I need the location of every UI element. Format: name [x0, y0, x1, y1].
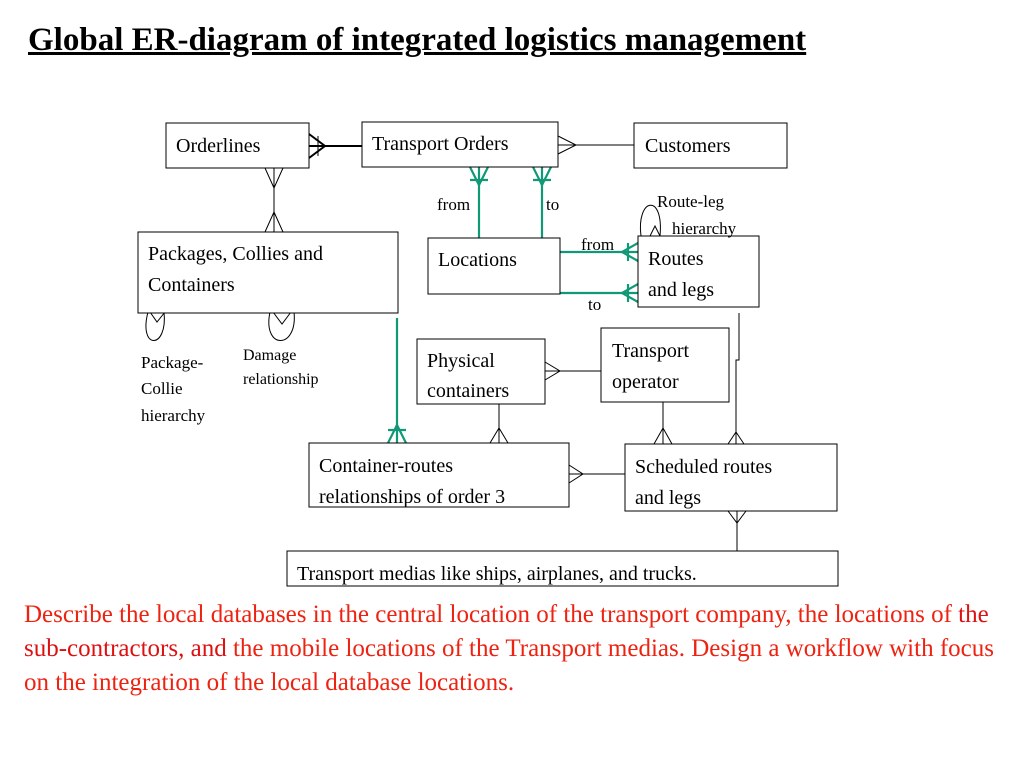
label-package-collie-3: hierarchy [141, 406, 206, 425]
desc-part-3: the mobile locations of the Transport me… [24, 635, 994, 696]
svg-text:Locations: Locations [438, 249, 517, 271]
svg-text:relationships of order 3: relationships of order 3 [319, 486, 505, 508]
route-leg-hierarchy-loop [639, 204, 661, 237]
label-route-leg-hierarchy-2: hierarchy [672, 219, 737, 238]
rel-transport-orders-locations-from [469, 166, 489, 238]
rel-locations-routes-to [560, 283, 639, 303]
entity-orderlines: Orderlines [165, 122, 310, 169]
entity-packages-collies-containers: Packages, Collies and Containers [137, 231, 399, 314]
entity-routes-and-legs: Routes and legs [637, 235, 760, 308]
label-damage-2: relationship [243, 371, 319, 388]
svg-text:Transport medias like ships, a: Transport medias like ships, airplanes, … [297, 563, 697, 585]
entity-customers: Customers [633, 122, 788, 169]
label-from-orders-locations: from [437, 195, 470, 214]
svg-text:Transport: Transport [612, 340, 689, 362]
entity-locations: Locations [427, 237, 561, 295]
rel-transport-orders-customers [557, 135, 634, 155]
label-package-collie-2: Collie [141, 379, 183, 398]
rel-scheduled-media [727, 510, 747, 551]
package-collie-hierarchy-loop [145, 311, 166, 341]
svg-text:Customers: Customers [645, 135, 731, 157]
svg-text:Containers: Containers [148, 274, 235, 296]
svg-text:Packages, Collies and: Packages, Collies and [148, 243, 323, 265]
rel-transport-orders-locations-to [532, 166, 552, 238]
svg-text:and legs: and legs [648, 279, 714, 301]
rel-physical-operator [544, 361, 601, 381]
desc-part-2: the sub-contractors, and [24, 601, 989, 662]
entity-transport-orders: Transport Orders [361, 121, 559, 168]
rel-orderlines-transport-orders [308, 133, 362, 159]
er-diagram: Orderlines Transport Orders Customers Pa… [137, 121, 839, 587]
svg-text:Routes: Routes [648, 248, 704, 270]
entity-physical-containers: Physical containers [416, 338, 546, 405]
task-description: Describe the local databases in the cent… [24, 598, 1004, 700]
rel-orderlines-packages [264, 167, 284, 233]
entity-scheduled-routes: Scheduled routes and legs [624, 443, 838, 512]
damage-relationship-loop [268, 311, 295, 341]
entity-container-routes: Container-routes relationships of order … [308, 442, 570, 508]
svg-text:Scheduled routes: Scheduled routes [635, 456, 772, 478]
rel-packages-container-routes [387, 318, 407, 444]
label-route-leg-hierarchy-1: Route-leg [657, 192, 725, 211]
rel-operator-scheduled [653, 402, 673, 445]
label-to-locations-routes: to [588, 295, 601, 314]
label-from-locations-routes: from [581, 235, 614, 254]
entity-transport-operator: Transport operator [600, 327, 730, 403]
rel-routes-scheduled [727, 313, 745, 445]
rel-physical-container-routes [489, 404, 509, 444]
rel-locations-routes-from [560, 242, 639, 262]
svg-text:Physical: Physical [427, 350, 495, 372]
svg-text:and legs: and legs [635, 487, 701, 509]
rel-container-routes-scheduled [568, 464, 625, 484]
svg-text:Container-routes: Container-routes [319, 455, 453, 477]
label-damage-1: Damage [243, 347, 296, 364]
svg-text:containers: containers [427, 380, 509, 402]
svg-text:operator: operator [612, 371, 679, 393]
desc-part-1: Describe the local databases in the cent… [24, 601, 959, 628]
label-package-collie-1: Package- [141, 353, 204, 372]
entity-transport-medias: Transport medias like ships, airplanes, … [286, 550, 839, 587]
label-to-orders-locations: to [546, 195, 559, 214]
page-title: Global ER-diagram of integrated logistic… [28, 22, 807, 58]
svg-text:Transport Orders: Transport Orders [372, 133, 509, 155]
svg-text:Orderlines: Orderlines [176, 135, 261, 157]
